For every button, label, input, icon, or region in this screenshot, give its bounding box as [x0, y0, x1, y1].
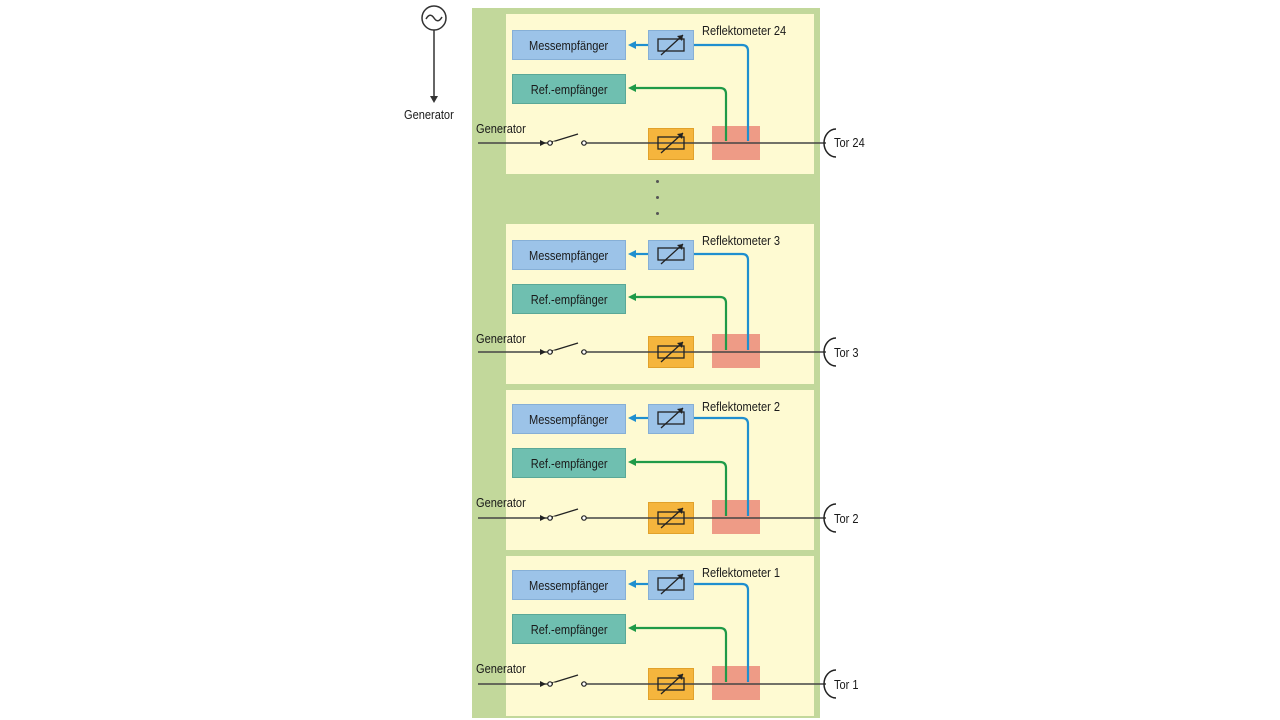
- reflectometer-title: Reflektometer 1: [702, 565, 781, 580]
- arrow-down-icon: [430, 96, 438, 103]
- directional-coupler: [712, 500, 760, 534]
- measurement-attenuator-icon: [648, 240, 694, 270]
- generator-input-label: Generator: [476, 661, 526, 676]
- reflectometer-block-3: Reflektometer 3 Messempfänger Ref.-empfä…: [476, 224, 859, 384]
- reference-receiver-box: Ref.-empfänger: [512, 74, 626, 104]
- reference-receiver-box: Ref.-empfänger: [512, 448, 626, 478]
- reference-receiver-box: Ref.-empfänger: [512, 284, 626, 314]
- measurement-receiver-box: Messempfänger: [512, 30, 626, 60]
- top-generator-label: Generator: [404, 107, 454, 122]
- reflectometer-block-2: Reflektometer 2 Messempfänger Ref.-empfä…: [476, 390, 859, 550]
- generator-input-label: Generator: [476, 121, 526, 136]
- source-attenuator-icon: [648, 502, 694, 534]
- measurement-receiver-box: Messempfänger: [512, 570, 626, 600]
- directional-coupler: [712, 666, 760, 700]
- reflectometer-block-1: Reflektometer 1 Messempfänger Ref.-empfä…: [476, 556, 859, 716]
- reflectometer-title: Reflektometer 2: [702, 399, 781, 414]
- port-label: Tor 24: [834, 135, 865, 150]
- measurement-attenuator-icon: [648, 404, 694, 434]
- measurement-attenuator-icon: [648, 30, 694, 60]
- continuation-dot: [656, 196, 659, 199]
- reflectometer-block-24: Reflektometer 24 Messempfänger Ref.-empf…: [476, 14, 865, 174]
- port-label: Tor 2: [834, 511, 859, 526]
- reference-receiver-box: Ref.-empfänger: [512, 614, 626, 644]
- directional-coupler: [712, 334, 760, 368]
- generator-input-label: Generator: [476, 495, 526, 510]
- reflectometer-title: Reflektometer 24: [702, 23, 787, 38]
- measurement-receiver-box: Messempfänger: [512, 404, 626, 434]
- reflectometer-title: Reflektometer 3: [702, 233, 781, 248]
- source-attenuator-icon: [648, 668, 694, 700]
- measurement-receiver-box: Messempfänger: [512, 240, 626, 270]
- generator-input-label: Generator: [476, 331, 526, 346]
- continuation-dot: [656, 180, 659, 183]
- measurement-attenuator-icon: [648, 570, 694, 600]
- port-label: Tor 3: [834, 345, 859, 360]
- ac-source-icon: [421, 5, 447, 31]
- port-label: Tor 1: [834, 677, 859, 692]
- source-attenuator-icon: [648, 128, 694, 160]
- directional-coupler: [712, 126, 760, 160]
- continuation-dot: [656, 212, 659, 215]
- source-attenuator-icon: [648, 336, 694, 368]
